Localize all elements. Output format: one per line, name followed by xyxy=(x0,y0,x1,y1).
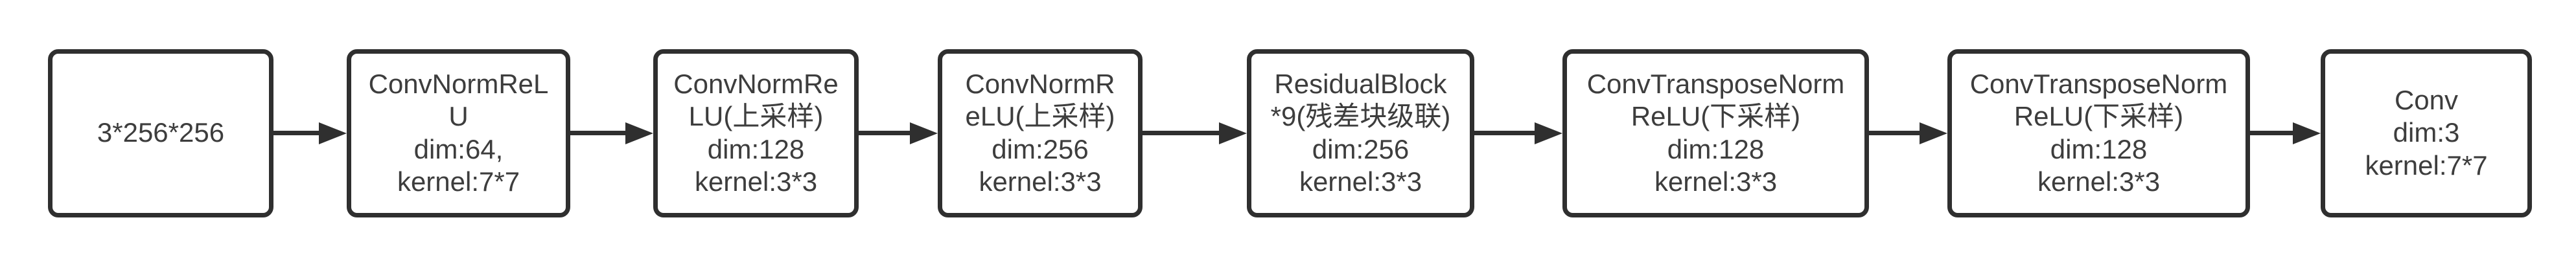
node-residual-block-x9: ResidualBlock *9(残差块级联) dim:256 kernel:3… xyxy=(1247,49,1474,217)
node-label: ConvTransposeNorm ReLU(下采样) dim:128 kern… xyxy=(1586,68,1845,197)
flow-arrow-icon xyxy=(1474,120,1562,146)
arrow-head xyxy=(2293,122,2321,144)
arrow-head xyxy=(625,122,653,144)
arrow-shaft xyxy=(1869,131,1920,135)
arrow-head xyxy=(319,122,347,144)
flow-arrow-icon xyxy=(1143,120,1247,146)
node-conv-norm-relu-upsample-2: ConvNormR eLU(上采样) dim:256 kernel:3*3 xyxy=(938,49,1143,217)
arrow-head xyxy=(1535,122,1562,144)
arrow-head xyxy=(910,122,938,144)
node-label: ConvTransposeNorm ReLU(下采样) dim:128 kern… xyxy=(1969,68,2228,197)
node-label: 3*256*256 xyxy=(97,117,225,148)
flow-arrow-icon xyxy=(273,120,347,146)
arrow-shaft xyxy=(1143,131,1219,135)
arrow-shaft xyxy=(2250,131,2293,135)
node-conv-transpose-norm-relu-downsample-1: ConvTransposeNorm ReLU(下采样) dim:128 kern… xyxy=(1562,49,1869,217)
arrow-head xyxy=(1920,122,1947,144)
flow-arrow-icon xyxy=(859,120,938,146)
node-label: ResidualBlock *9(残差块级联) dim:256 kernel:3… xyxy=(1270,68,1451,197)
node-label: ConvNormR eLU(上采样) dim:256 kernel:3*3 xyxy=(965,68,1115,197)
flow-arrow-icon xyxy=(570,120,653,146)
node-label: Conv dim:3 kernel:7*7 xyxy=(2365,84,2488,181)
flow-arrow-icon xyxy=(2250,120,2321,146)
node-label: ConvNormReL U dim:64, kernel:7*7 xyxy=(368,68,549,197)
node-input-3x256x256: 3*256*256 xyxy=(48,49,273,217)
flow-arrow-icon xyxy=(1869,120,1947,146)
node-conv-transpose-norm-relu-downsample-2: ConvTransposeNorm ReLU(下采样) dim:128 kern… xyxy=(1947,49,2250,217)
node-conv-norm-relu: ConvNormReL U dim:64, kernel:7*7 xyxy=(347,49,570,217)
node-conv-norm-relu-upsample-1: ConvNormRe LU(上采样) dim:128 kernel:3*3 xyxy=(653,49,859,217)
node-label: ConvNormRe LU(上采样) dim:128 kernel:3*3 xyxy=(673,68,839,197)
arrow-shaft xyxy=(570,131,625,135)
arrow-shaft xyxy=(1474,131,1535,135)
arrow-shaft xyxy=(273,131,319,135)
arrow-head xyxy=(1219,122,1247,144)
arrow-shaft xyxy=(859,131,910,135)
node-conv-output: Conv dim:3 kernel:7*7 xyxy=(2321,49,2532,217)
